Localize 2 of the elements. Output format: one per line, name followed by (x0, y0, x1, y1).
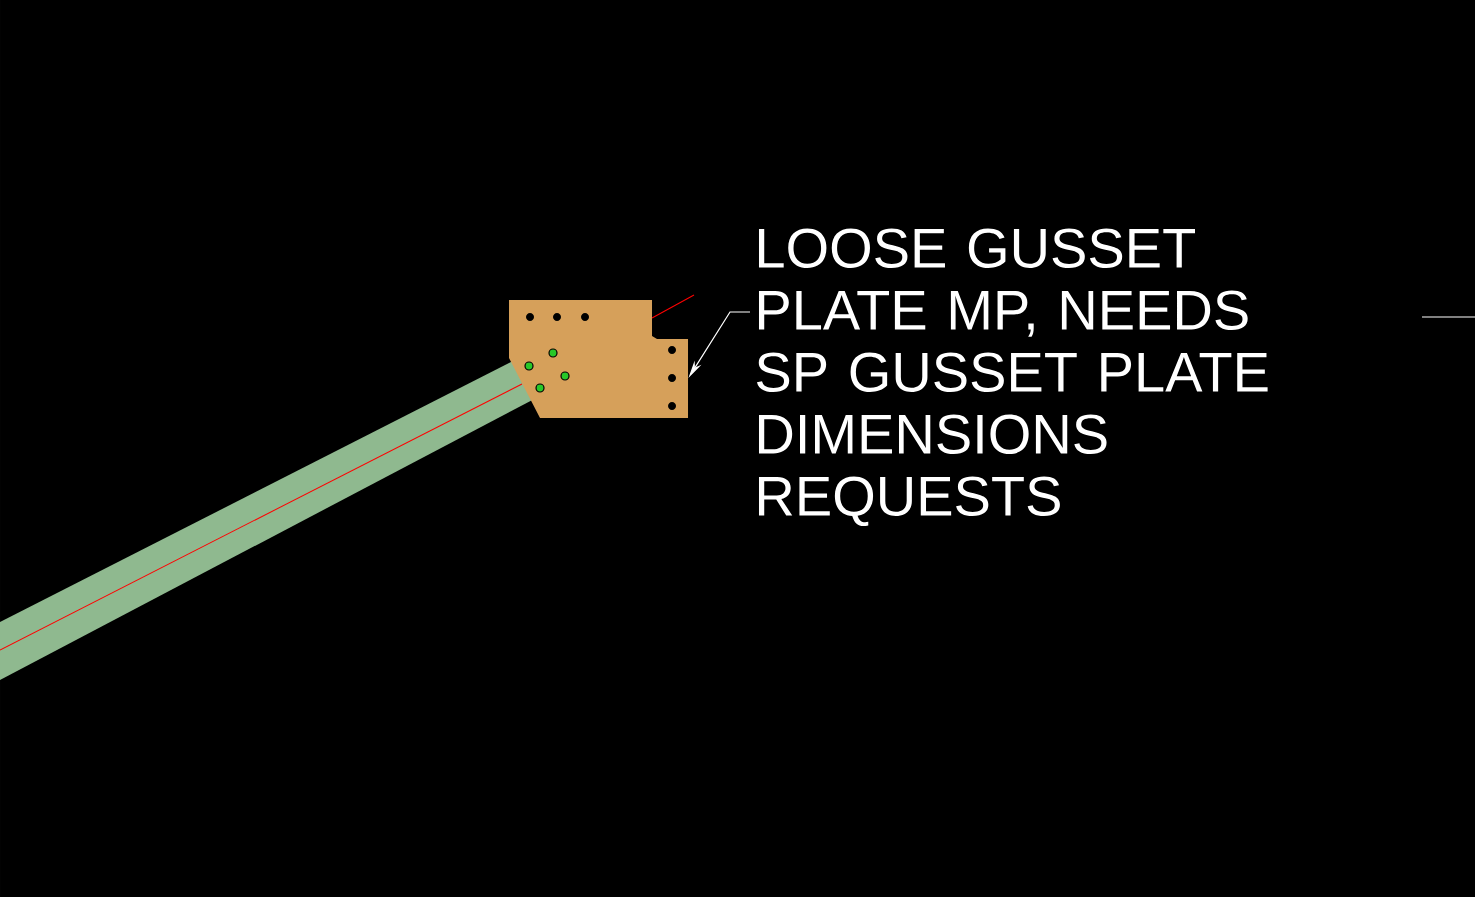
gusset-plate-drawing (509, 300, 688, 418)
note-text: LOOSE GUSSET PLATE MP, NEEDS SP GUSSET PLATE DIMENSIONS REQUESTS (756, 228, 1268, 527)
